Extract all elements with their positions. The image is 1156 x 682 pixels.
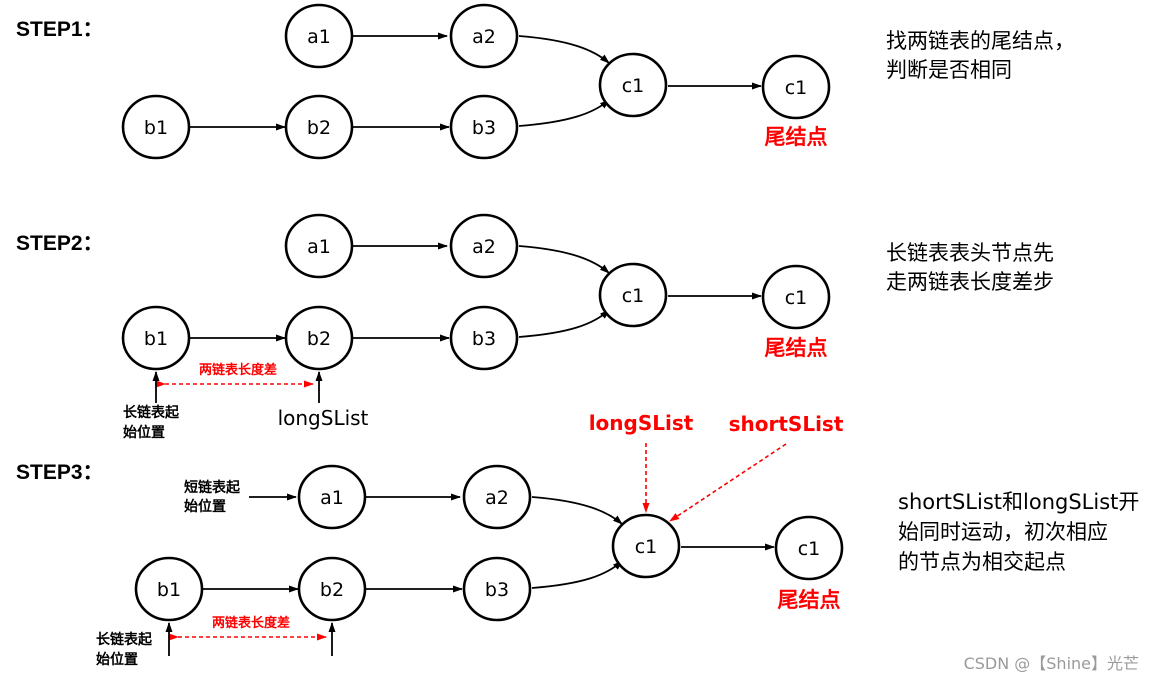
svg-text:b1: b1	[144, 117, 168, 139]
step3-description-line2: 始同时运动，初次相应	[898, 520, 1108, 544]
node-c1: c1	[611, 513, 681, 579]
svg-text:a1: a1	[320, 487, 344, 509]
watermark: CSDN @【Shine】光芒	[964, 654, 1139, 673]
node-a1: a1	[284, 213, 354, 279]
step1-description-line2: 判断是否相同	[886, 58, 1012, 82]
svg-text:a2: a2	[472, 236, 496, 258]
node-c-tail: c1	[774, 515, 844, 581]
long-start-label-line1: 长链表起	[123, 404, 180, 421]
step1-description-line1: 找两链表的尾结点，	[886, 29, 1075, 53]
edge-b3-c1	[518, 99, 610, 127]
short-list-pointer-arrow	[669, 443, 787, 522]
node-b3: b3	[449, 305, 519, 371]
node-c1: c1	[598, 52, 668, 118]
svg-text:b3: b3	[485, 579, 509, 601]
step3-description-line1: shortSList和longSList开	[898, 490, 1139, 514]
svg-text:b2: b2	[307, 117, 331, 139]
svg-text:c1: c1	[622, 285, 645, 307]
node-b1: b1	[121, 305, 191, 371]
tail-node-label: 尾结点	[765, 336, 828, 360]
svg-text:b3: b3	[472, 117, 496, 139]
node-b2: b2	[297, 556, 367, 622]
edge-b3-c1	[518, 309, 610, 338]
edge-a2-c1	[518, 35, 610, 64]
svg-text:b3: b3	[472, 328, 496, 350]
svg-text:a1: a1	[307, 236, 331, 258]
svg-text:b2: b2	[320, 579, 344, 601]
long-list-pointer-label: longSList	[278, 406, 369, 430]
short-start-label-line1: 短链表起	[184, 479, 241, 496]
step1-label: STEP1：	[16, 18, 104, 41]
svg-text:b1: b1	[144, 328, 168, 350]
node-b3: b3	[449, 94, 519, 160]
step2-description-line2: 走两链表长度差步	[886, 270, 1054, 294]
long-list-pointer-label: longSList	[589, 411, 694, 435]
step3-label: STEP3：	[16, 461, 104, 484]
step1-group: STEP1： a1 a2 b1 b2 b3 c1 c1 尾结点 找两链表的尾结点…	[16, 3, 1075, 160]
svg-text:a2: a2	[485, 487, 509, 509]
node-a2: a2	[449, 213, 519, 279]
svg-text:b1: b1	[157, 579, 181, 601]
step3-description-line3: 的节点为相交起点	[898, 550, 1066, 574]
length-difference-label: 两链表长度差	[212, 615, 290, 631]
node-c-tail: c1	[761, 264, 831, 330]
step2-group: STEP2： a1 a2 b1 b2 b3 c1 c1 尾结点 两链表长度差 长…	[16, 213, 1054, 441]
svg-text:c1: c1	[798, 538, 821, 560]
svg-text:a2: a2	[472, 26, 496, 48]
long-start-label-line1: 长链表起	[96, 631, 153, 648]
short-start-label-line2: 始位置	[184, 498, 226, 515]
edge-a2-c1	[518, 245, 610, 274]
length-difference-label: 两链表长度差	[199, 362, 277, 378]
tail-node-label: 尾结点	[765, 125, 828, 149]
svg-text:c1: c1	[785, 287, 808, 309]
svg-text:c1: c1	[622, 75, 645, 97]
node-b3: b3	[462, 556, 532, 622]
node-a2: a2	[462, 464, 532, 530]
svg-text:b2: b2	[307, 328, 331, 350]
svg-text:a1: a1	[307, 26, 331, 48]
edge-b3-c1	[531, 560, 623, 589]
node-b1: b1	[121, 94, 191, 160]
short-list-pointer-label: shortSList	[729, 412, 844, 436]
edge-a2-c1	[531, 496, 623, 525]
long-start-label-line2: 始位置	[123, 424, 165, 441]
node-b2: b2	[284, 305, 354, 371]
node-a1: a1	[284, 3, 354, 69]
svg-text:c1: c1	[635, 536, 658, 558]
step2-description-line1: 长链表表头节点先	[886, 241, 1054, 265]
node-b2: b2	[284, 94, 354, 160]
step2-label: STEP2：	[16, 232, 104, 255]
long-start-label-line2: 始位置	[96, 651, 138, 668]
tail-node-label: 尾结点	[778, 588, 841, 612]
svg-text:c1: c1	[785, 77, 808, 99]
node-a1: a1	[297, 464, 367, 530]
node-c-tail: c1	[761, 54, 831, 120]
node-b1: b1	[134, 556, 204, 622]
node-a2: a2	[449, 3, 519, 69]
step3-group: STEP3： 短链表起 始位置 a1 a2 b1 b2 b3 c1 c1 尾结点…	[16, 411, 1139, 668]
node-c1: c1	[598, 262, 668, 328]
